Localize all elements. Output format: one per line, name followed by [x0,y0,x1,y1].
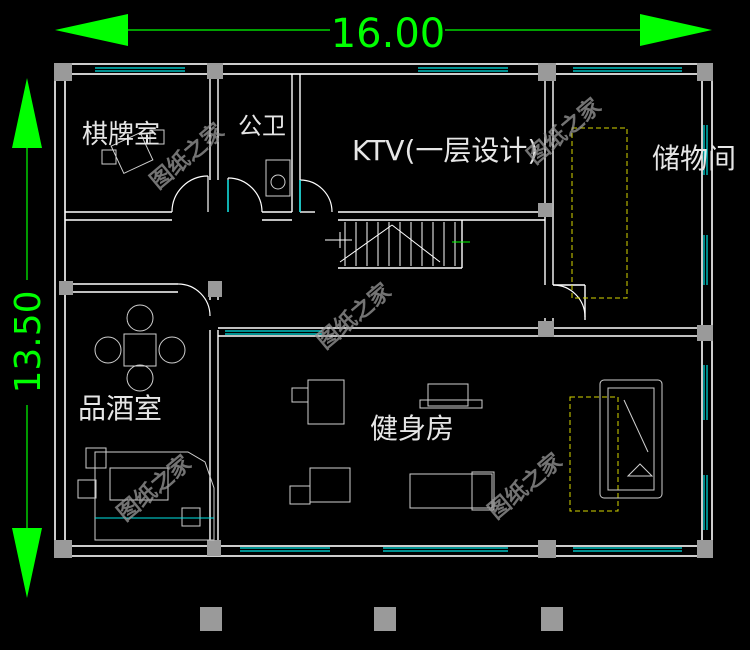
pool-table-icon [599,379,663,499]
interior-walls [65,74,702,546]
watermark-text: 图纸之家 [312,277,397,354]
room-labels: 棋牌室 公卫 KTV(一层设计) 储物间 品酒室 健身房 [78,112,736,445]
room-label-ktv: KTV(一层设计) [352,134,538,167]
gym-equipment-icon [289,379,495,511]
watermark-text: 图纸之家 [483,447,568,524]
chess-table-icon [101,129,165,175]
room-label-chess: 棋牌室 [82,120,160,150]
watermark-text: 图纸之家 [522,92,607,169]
room-label-storage: 储物间 [652,142,736,175]
outer-walls [54,63,713,557]
staircase [325,222,470,266]
windows [95,67,708,552]
door-leaves [227,180,301,212]
watermark-text: 图纸之家 [112,449,197,526]
columns [54,63,713,631]
toilet-icon [265,159,291,197]
furniture [77,129,663,541]
storage-shelves [569,127,628,512]
dining-table-icon [94,304,186,392]
sofa-icon [77,447,215,541]
width-dimension: 16.00 [55,11,712,57]
width-dimension-label: 16.00 [331,11,446,57]
room-label-toilet: 公卫 [238,112,286,140]
room-label-wine: 品酒室 [78,392,162,425]
height-dimension-label: 13.50 [8,290,49,393]
height-dimension: 13.50 [8,78,49,598]
room-label-gym: 健身房 [370,412,454,445]
